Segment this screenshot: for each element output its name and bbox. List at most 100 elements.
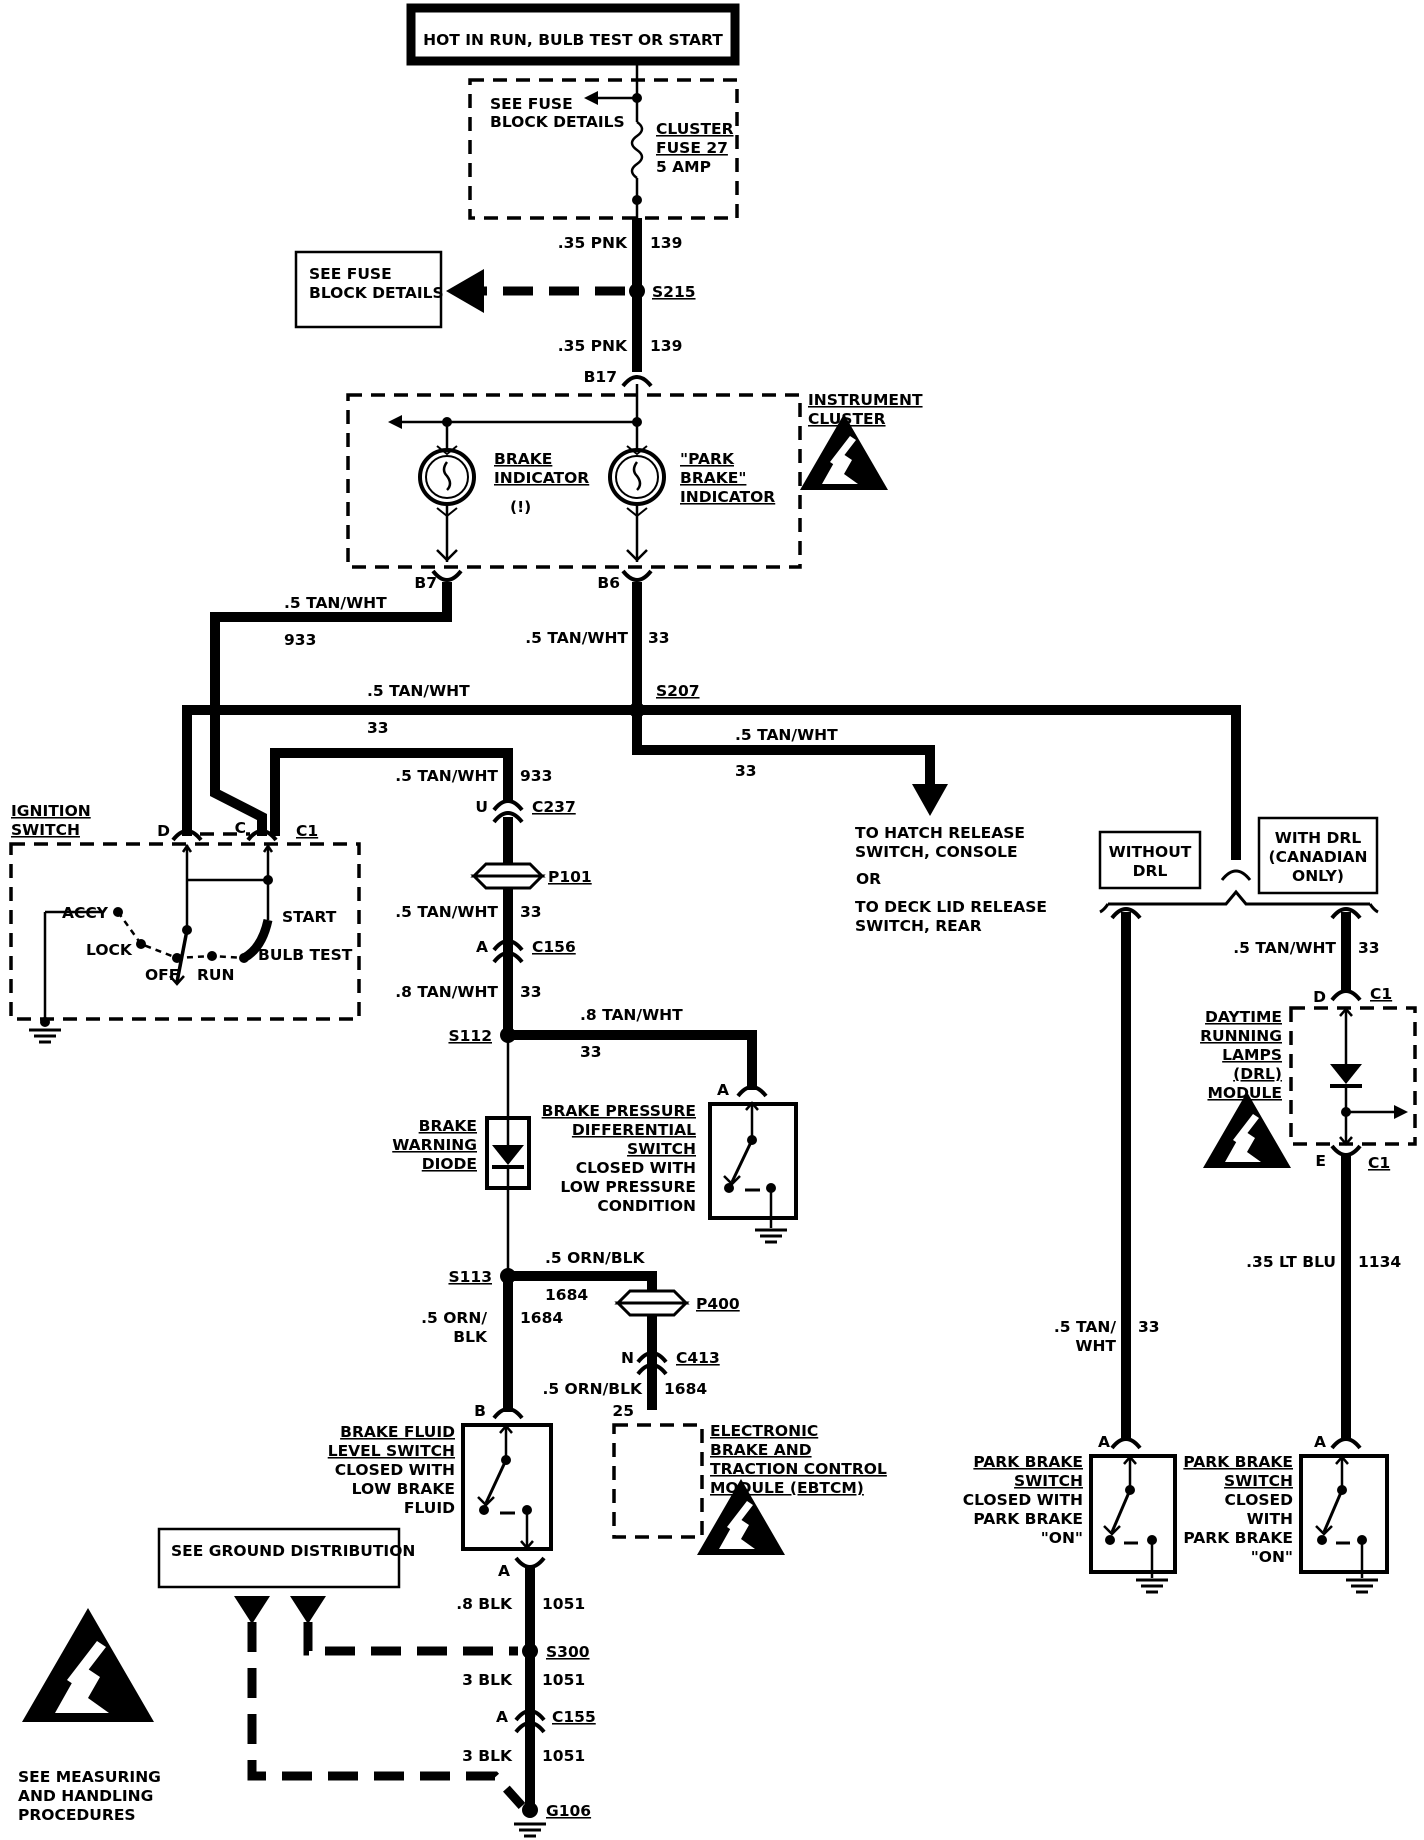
cluster-fuse-label-3: 5 AMP [656,158,711,176]
drl-module: DAYTIME RUNNING LAMPS (DRL) MODULE [1200,1006,1417,1168]
drl-bottom-circuit: 1134 [1358,1253,1401,1271]
pressure-switch-ground-icon [753,1228,789,1244]
s215-label: S215 [652,283,696,301]
drl-c1-top: C1 [1370,985,1392,1003]
c413-pin-25: 25 [612,1402,634,1420]
ebtcm-module: ELECTRONIC BRAKE AND TRACTION CONTROL MO… [612,1422,887,1555]
splice-s300 [522,1643,538,1659]
park-indicator-label-1: "PARK [680,450,735,468]
pressure-label-6: CONDITION [597,1197,696,1215]
ignition-ground-icon [27,1028,63,1044]
ignition-off: OFF [145,966,179,984]
drl-option-bus [1108,889,1370,906]
hot-in-run-box: HOT IN RUN, BULB TEST OR START [406,3,740,66]
ignition-label-2: SWITCH [11,821,80,839]
ground-wire-1-circuit: 1051 [542,1595,585,1613]
s113-label: S113 [448,1268,492,1286]
wire-33-to-hatch [632,710,935,790]
s207-left-circuit: 33 [367,719,389,737]
ignition-switch: IGNITION SWITCH D C C1 ACCY LOCK OFF RUN [9,802,361,1044]
with-drl-label-2: (CANADIAN [1268,848,1367,866]
pass-through-p400: P400 [614,1289,740,1317]
c237-label: C237 [532,798,576,816]
brake-indicator-label-2: INDICATOR [494,469,589,487]
ground-g106-point [522,1802,538,1818]
pressure-label-3: SWITCH [627,1140,696,1158]
ground-distribution: SEE GROUND DISTRIBUTION [157,1527,526,1810]
ignition-start: START [282,908,337,926]
fuse-block-text-1: SEE FUSE [490,95,573,113]
drl-bottom-gauge: .35 LT BLU [1246,1253,1336,1271]
s113-down-circuit: 1684 [520,1309,563,1327]
splice-s215: SEE FUSE BLOCK DETAILS S215 [294,250,696,329]
ebtcm-label-1: ELECTRONIC [710,1422,818,1440]
wire-933-gauge: .5 TAN/WHT [284,594,387,612]
brake-indicator-symbol: (!) [510,498,531,516]
s215-box-line-1: SEE FUSE [309,265,392,283]
connector-b17: B17 [584,368,617,386]
drl-top-gauge: .5 TAN/WHT [1233,939,1336,957]
ignition-pin-d: D [157,822,170,840]
c155-pin-a: A [496,1708,508,1726]
pressure-label-1: BRAKE PRESSURE [542,1102,696,1120]
wire-33-b6-circuit: 33 [648,629,670,647]
p400-label: P400 [696,1295,740,1313]
cluster-fuse-label-1: CLUSTER [656,120,734,138]
ignition-pin-c1: C1 [296,822,318,840]
left-wire-gauge-1: .5 TAN/ [1054,1318,1116,1336]
s112-wire-gauge: .8 TAN/WHT [580,1006,683,1024]
c156-label: C156 [532,938,576,956]
s215-box-line-2: BLOCK DETAILS [309,284,444,302]
connector-c155-symbol [514,1709,546,1734]
connector-c237-symbol [492,799,524,824]
park-right-label-2: SWITCH [1224,1472,1293,1490]
ebtcm-label-2: BRAKE AND [710,1441,812,1459]
s112-label: S112 [448,1027,492,1045]
diode-label-2: WARNING [392,1136,477,1154]
drl-label-1: DAYTIME [1205,1008,1282,1026]
s112-wire-circuit: 33 [580,1043,602,1061]
s207-left-gauge: .5 TAN/WHT [367,682,470,700]
hatch-text-1: TO HATCH RELEASE [855,824,1025,842]
park-left-label-3: CLOSED WITH [963,1491,1083,1509]
park-right-label-4: WITH [1247,1510,1293,1528]
s113-wire-gauge: .5 ORN/BLK [545,1249,646,1267]
park-left-pin-a: A [1098,1433,1110,1451]
hatch-text-4: SWITCH, REAR [855,917,982,935]
wire-139-a-gauge: .35 PNK [558,234,628,252]
fluid-switch-pin-a: A [498,1562,510,1580]
park-right-label-3: CLOSED [1225,1491,1294,1509]
fuse-27-symbol [630,120,644,180]
c156-lower-gauge: .8 TAN/WHT [395,983,498,1001]
fluid-switch-label-3: CLOSED WITH [335,1461,455,1479]
c413-wire-gauge: .5 ORN/BLK [542,1380,643,1398]
esd-icon-drl [1203,1092,1291,1168]
park-left-ground-icon [1134,1578,1170,1594]
p101-label: P101 [548,868,592,886]
ignition-bulb-test: BULB TEST [258,946,353,964]
drl-label-5: MODULE [1207,1084,1282,1102]
c413-wire-circuit: 1684 [664,1380,707,1398]
wire-139-a-circuit: 139 [650,234,682,252]
wire-33-to-ignition-d [182,705,637,836]
pin-b7: B7 [414,574,437,592]
c156-upper-circuit: 33 [520,903,542,921]
without-drl-label-1: WITHOUT [1109,843,1192,861]
with-drl-label-1: WITH DRL [1275,829,1362,847]
park-left-label-5: "ON" [1041,1529,1083,1547]
brake-warning-diode: BRAKE WARNING DIODE [392,1116,531,1190]
park-brake-switch-right: PARK BRAKE SWITCH CLOSED WITH PARK BRAKE… [1183,1453,1389,1594]
esd-measuring-note: SEE MEASURING AND HANDLING PROCEDURES [18,1608,161,1824]
esd-note-2: AND HANDLING [18,1787,153,1805]
park-left-label-4: PARK BRAKE [973,1510,1083,1528]
fluid-switch-label-1: BRAKE FLUID [340,1423,455,1441]
connector-b7-symbol [431,569,463,582]
park-left-label-2: SWITCH [1014,1472,1083,1490]
ignition-lock: LOCK [86,941,133,959]
wire-s113-to-p400 [508,1271,657,1291]
ground-wire-2-circuit: 1051 [542,1671,585,1689]
s207-label: S207 [656,682,700,700]
brake-indicator-label-1: BRAKE [494,450,552,468]
wire-139-b-gauge: .35 PNK [558,337,628,355]
wire-33-to-drl [637,705,1241,868]
